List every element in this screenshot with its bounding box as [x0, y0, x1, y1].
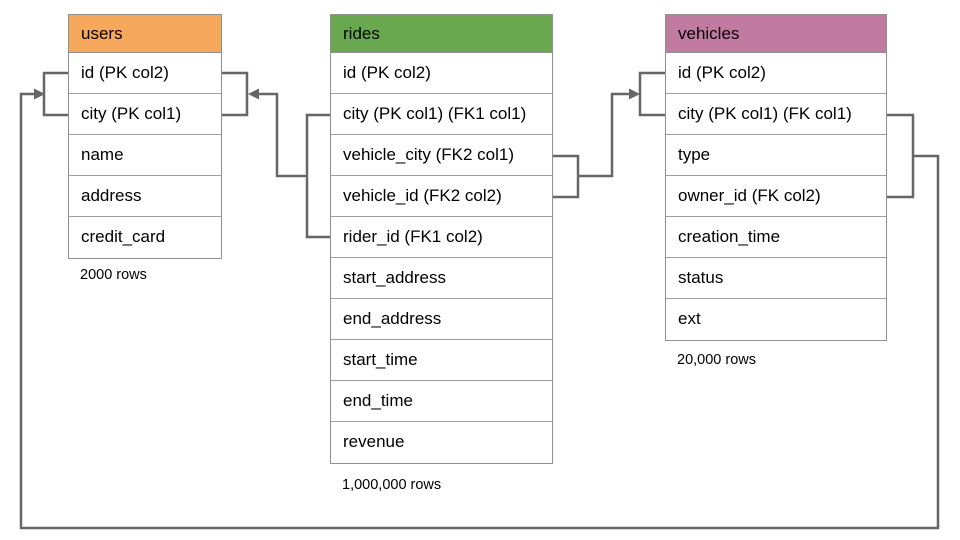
arrowhead-into-users-left	[34, 88, 45, 100]
column-users-credit_card: credit_card	[69, 217, 221, 258]
column-rides-start_time: start_time	[331, 340, 552, 381]
fk2-line	[578, 92, 629, 178]
table-header-rides: rides	[331, 15, 552, 53]
row-count-rides: 1,000,000 rows	[342, 477, 442, 493]
fk1-line	[258, 92, 307, 178]
column-users-name: name	[69, 135, 221, 176]
column-vehicles-owner_id: owner_id (FK col2)	[666, 176, 886, 217]
column-vehicles-ext: ext	[666, 299, 886, 340]
column-vehicles-id: id (PK col2)	[666, 53, 886, 94]
fk-vehicles-to-users-connector	[19, 71, 940, 530]
column-rides-revenue: revenue	[331, 422, 552, 463]
column-vehicles-status: status	[666, 258, 886, 299]
column-rides-end_time: end_time	[331, 381, 552, 422]
arrowhead-into-vehicles-left	[629, 88, 640, 100]
rides-right-bracket	[553, 154, 580, 199]
users-left-bracket	[42, 71, 68, 117]
outer-loop-line	[19, 92, 940, 530]
column-rides-id: id (PK col2)	[331, 53, 552, 94]
column-rides-vehicle_city: vehicle_city (FK2 col1)	[331, 135, 552, 176]
fk1-rides-to-users-connector	[222, 71, 330, 239]
column-users-city: city (PK col1)	[69, 94, 221, 135]
column-rides-start_address: start_address	[331, 258, 552, 299]
column-users-id: id (PK col2)	[69, 53, 221, 94]
row-count-users: 2000 rows	[80, 267, 147, 283]
column-rides-city: city (PK col1) (FK1 col1)	[331, 94, 552, 135]
column-rides-end_address: end_address	[331, 299, 552, 340]
users-right-bracket	[222, 71, 249, 117]
table-header-users: users	[69, 15, 221, 53]
column-vehicles-creation_time: creation_time	[666, 217, 886, 258]
column-vehicles-city: city (PK col1) (FK col1)	[666, 94, 886, 135]
column-users-address: address	[69, 176, 221, 217]
vehicles-right-bracket	[887, 113, 915, 199]
fk2-rides-to-vehicles-connector	[553, 71, 665, 199]
rides-left-bracket	[305, 113, 330, 239]
column-rides-rider_id: rider_id (FK1 col2)	[331, 217, 552, 258]
column-vehicles-type: type	[666, 135, 886, 176]
vehicles-left-bracket	[638, 71, 665, 117]
table-header-vehicles: vehicles	[666, 15, 886, 53]
row-count-vehicles: 20,000 rows	[677, 352, 756, 368]
column-rides-vehicle_id: vehicle_id (FK2 col2)	[331, 176, 552, 217]
arrowhead-into-users-right	[248, 88, 259, 100]
